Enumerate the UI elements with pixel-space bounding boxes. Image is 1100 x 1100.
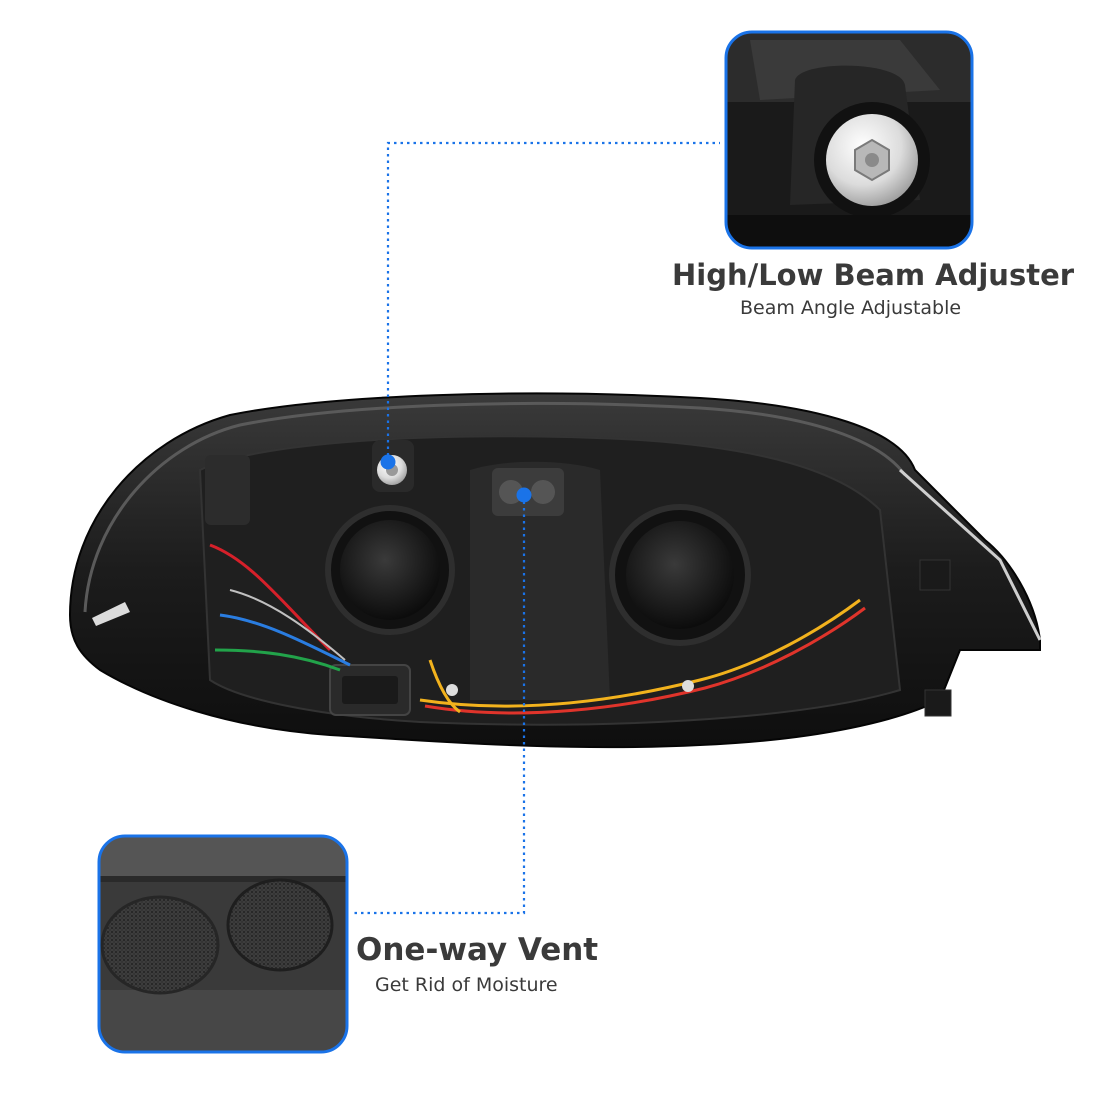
- vent-subtitle: Get Rid of Moisture: [375, 974, 558, 996]
- headlight-housing: [68, 392, 1042, 749]
- vent-closeup-image: [97, 834, 349, 1054]
- adjuster-subtitle: Beam Angle Adjustable: [740, 297, 962, 319]
- adjuster-title: High/Low Beam Adjuster: [672, 258, 1075, 292]
- leader-line-vent: [352, 487, 532, 915]
- vent-title: One-way Vent: [356, 932, 599, 968]
- adjuster-closeup-image: [724, 30, 974, 250]
- leader-line-adjuster: [380, 141, 720, 470]
